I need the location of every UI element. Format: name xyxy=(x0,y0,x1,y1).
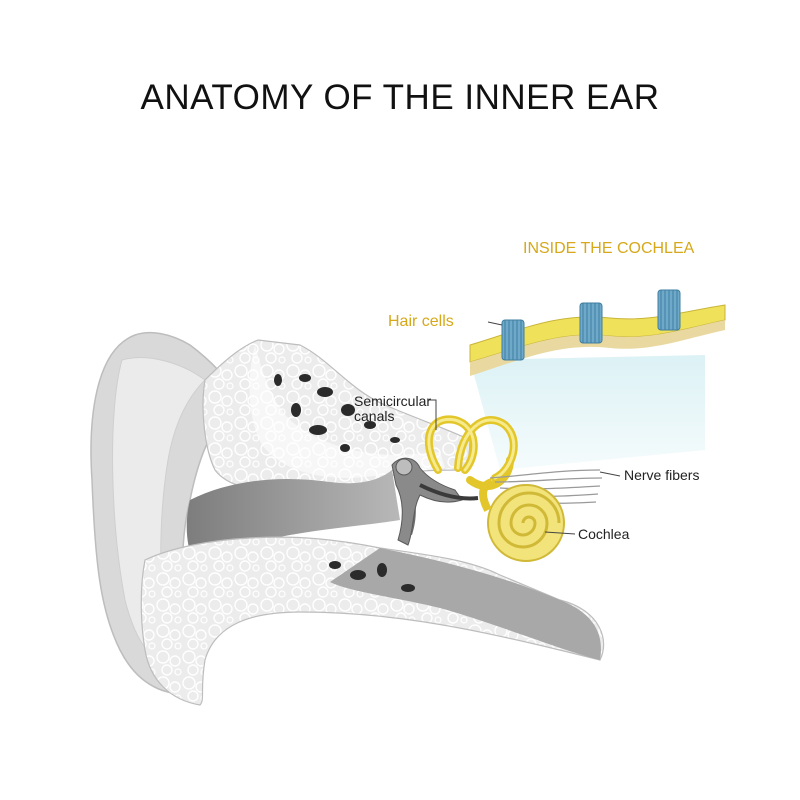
hair-cell-bundle xyxy=(657,289,681,331)
label-hair-cells: Hair cells xyxy=(388,313,454,330)
bone-cavities-lower xyxy=(329,561,415,592)
bone-cavities xyxy=(274,374,400,452)
label-semicircular-canals: Semicircular canals xyxy=(354,394,431,424)
hair-cell-bundle xyxy=(579,302,603,344)
leader-lines xyxy=(428,321,621,535)
hair-cell-bundle xyxy=(501,319,525,361)
cochlea-fluid-beam xyxy=(470,355,705,470)
label-cochlea: Cochlea xyxy=(578,526,630,542)
label-nerve-fibers: Nerve fibers xyxy=(624,467,700,483)
hair-cell-bundles xyxy=(501,289,681,361)
page-title: ANATOMY OF THE INNER EAR xyxy=(140,78,660,117)
ossicles xyxy=(391,457,463,546)
label-semicircular-line1: Semicircular xyxy=(354,393,432,409)
cochlea xyxy=(479,478,565,562)
label-semicircular-line2: canals xyxy=(354,408,395,424)
inset-title: INSIDE THE COCHLEA xyxy=(523,240,695,257)
